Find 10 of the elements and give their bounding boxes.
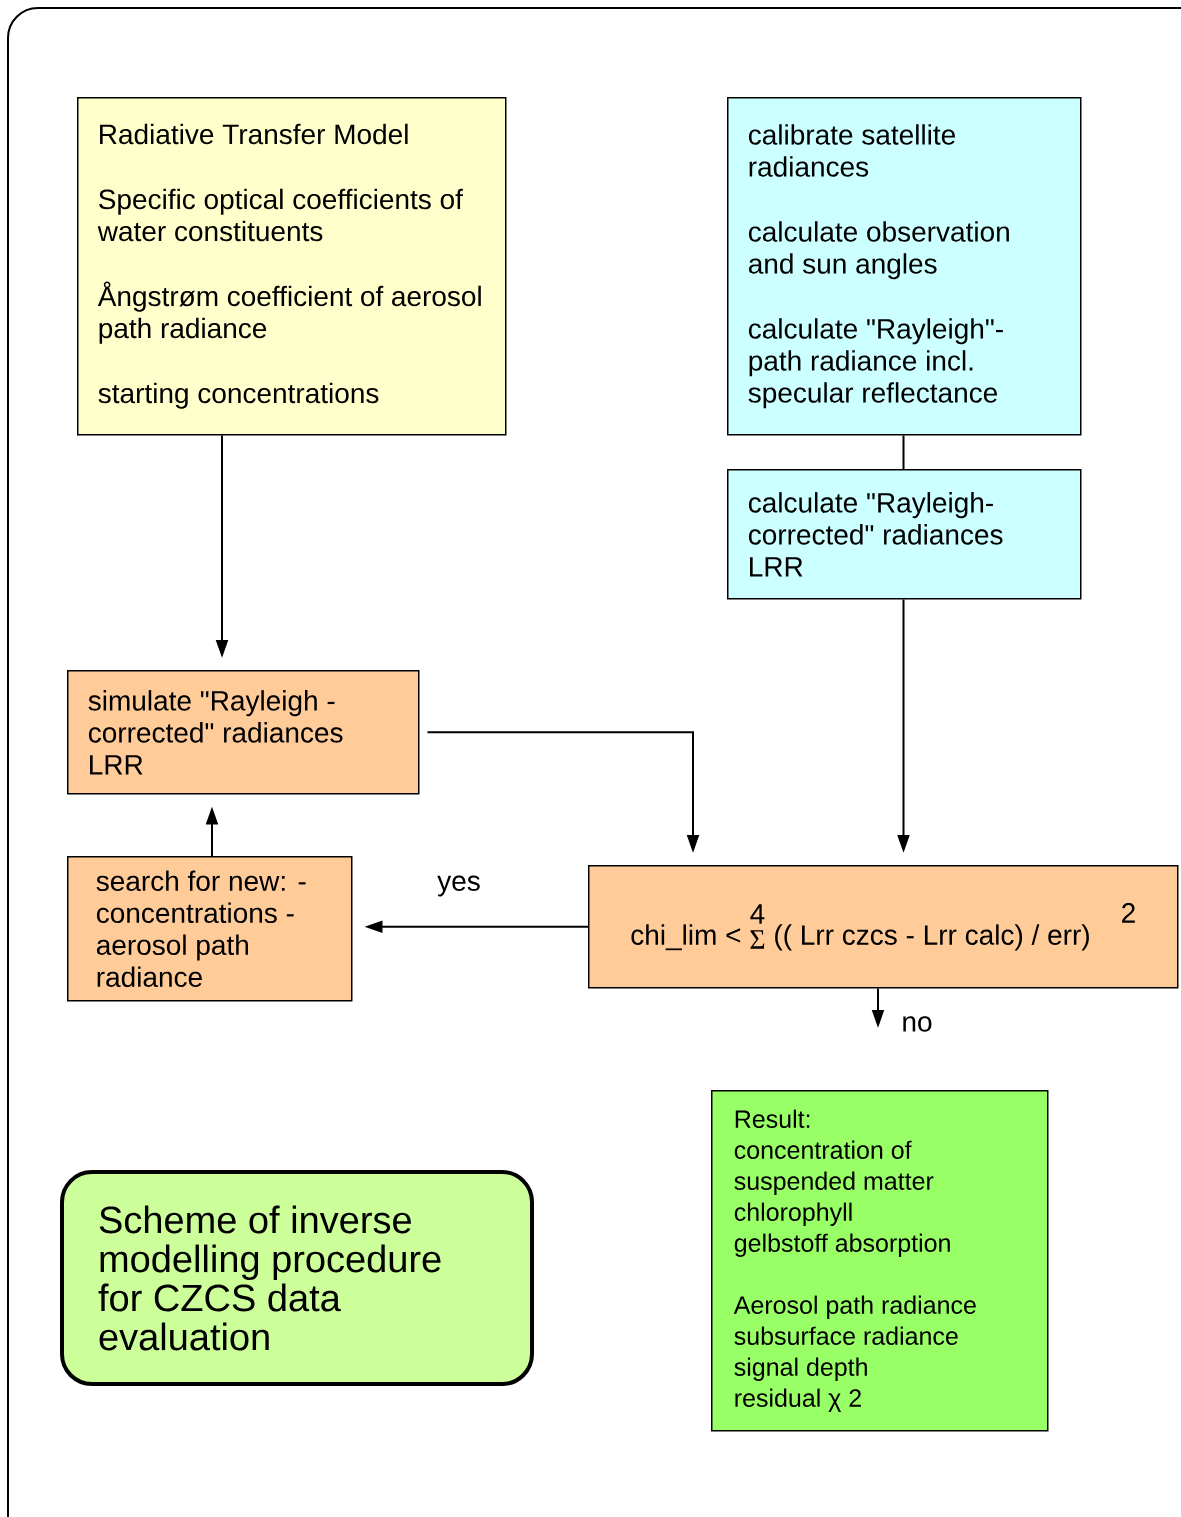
process-box: calculate "Rayleigh- corrected" radiances LRR	[727, 469, 1082, 600]
condition-box: chi_lim < 4 Σ (( Lrr czcs - Lrr calc) / err) 2	[588, 865, 1179, 989]
process-box: search for new: - concentrations - aerosol path radiance	[67, 856, 353, 1002]
process-box: calibrate satellite radiances calculate observation and sun angles calculate "Rayleigh"- path radiance incl. specular reflectance	[727, 97, 1082, 436]
edge-label: no	[900, 1015, 934, 1033]
title-box: Scheme of inverse modelling procedure for CZCS data evaluation	[60, 1170, 534, 1386]
result-box: Result: concentration of suspended matter chlorophyll gelbstoff absorption Aerosol path radiance subsurface radiance signal depth residual χ 2	[711, 1090, 1049, 1432]
process-box: simulate "Rayleigh - corrected" radiances LRR	[67, 670, 420, 795]
edge-label: yes	[435, 874, 483, 898]
model-box: Radiative Transfer Model Specific optical coefficients of water constituents Ångstrøm coefficient of aerosol path radiance starting concentrations	[77, 97, 507, 436]
